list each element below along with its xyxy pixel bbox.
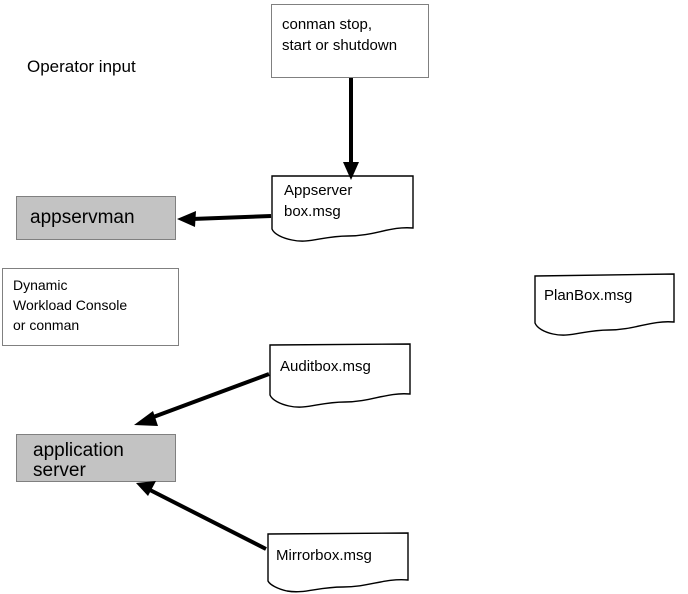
node-mirrorbox-msg-label: Mirrorbox.msg	[276, 547, 372, 564]
node-auditbox-msg: Auditbox.msg	[268, 342, 414, 410]
document-shape-icon	[534, 273, 675, 336]
node-conman-command: conman stop, start or shutdown	[271, 4, 429, 78]
document-shape-icon	[271, 175, 414, 242]
node-dynamic-workload-console-line2: Workload Console	[13, 297, 128, 313]
node-appservman-label: appservman	[30, 207, 135, 228]
operator-input-label: Operator input	[27, 57, 136, 76]
document-shape-icon	[269, 343, 411, 408]
node-planbox-msg: PlanBox.msg	[533, 272, 679, 338]
node-mirrorbox-msg: Mirrorbox.msg	[266, 531, 412, 594]
node-appservman: appservman	[16, 196, 176, 240]
node-conman-command-line1: conman stop,	[282, 16, 373, 33]
node-conman-command-line2: start or shutdown	[282, 37, 398, 54]
edge-auditbox-to-application-server	[134, 372, 270, 426]
node-appserver-box-msg-line1: Appserver	[284, 182, 353, 199]
node-application-server: application server	[16, 434, 176, 482]
node-application-server-line2: server	[33, 460, 86, 481]
node-dynamic-workload-console-line3: or conman	[13, 317, 80, 333]
edge-mirrorbox-to-application-server	[136, 481, 267, 551]
node-appserver-box-msg-line2: box.msg	[284, 203, 341, 220]
edge-conman-to-appserverbox	[343, 78, 359, 180]
node-application-server-line1: application	[33, 440, 124, 461]
node-dynamic-workload-console: Dynamic Workload Console or conman	[2, 268, 179, 346]
node-auditbox-msg-label: Auditbox.msg	[280, 358, 371, 375]
edge-appserverbox-to-appservman	[177, 211, 272, 227]
node-dynamic-workload-console-line1: Dynamic	[13, 277, 68, 293]
node-appserver-box-msg: Appserver box.msg	[270, 174, 416, 244]
node-planbox-msg-label: PlanBox.msg	[544, 287, 633, 304]
document-shape-icon	[267, 532, 409, 593]
